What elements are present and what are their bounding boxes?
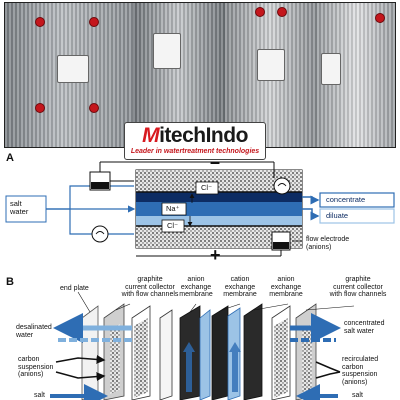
concentrate-box (319, 192, 395, 208)
chloride-bottom-box (161, 219, 185, 233)
pump-right (273, 177, 291, 195)
sodium-label: Na⁺ (166, 204, 180, 213)
salt-left-label: salt (34, 392, 45, 399)
flow-electrode-top (136, 170, 302, 192)
red-bolt (35, 17, 45, 27)
minus-sign: – (210, 152, 221, 172)
diluate-box (319, 208, 395, 224)
red-bolt (375, 13, 385, 23)
red-bolt (89, 17, 99, 27)
control-box (153, 33, 181, 69)
panel-a-label: A (6, 152, 14, 164)
salt-right-label: salt (352, 392, 363, 399)
concentrate-label: concentrate (326, 195, 366, 204)
control-box (321, 53, 341, 85)
salt-water-box (5, 195, 47, 223)
cation-membrane (211, 305, 229, 400)
panel-b-label: B (6, 276, 14, 288)
control-box (257, 49, 285, 81)
end-plate-label: end plate (60, 285, 89, 292)
mitechindo-logo: MitechIndo Leader in watertreatment tech… (124, 122, 266, 160)
flow-electrode-label: flow electrode(anions) (306, 236, 350, 251)
red-bolt (255, 7, 265, 17)
panel-b (50, 291, 355, 400)
product-photo-strip (4, 2, 396, 148)
sodium-box (161, 202, 187, 216)
end-plate (81, 305, 99, 400)
stack-photo-4 (317, 3, 395, 147)
diluate-channel (136, 202, 302, 216)
diluate-label: diluate (326, 211, 349, 220)
plus-sign: + (210, 245, 221, 265)
membrane-layer (136, 216, 302, 226)
logo-tagline: Leader in watertreatment technologies (130, 148, 260, 155)
panel-a (5, 161, 395, 257)
anion-membrane-2 (243, 303, 263, 400)
chloride-bottom-label: Cl⁻ (167, 221, 179, 230)
chloride-top-box (195, 181, 219, 195)
chloride-top-label: Cl⁻ (201, 183, 213, 192)
red-bolt (35, 103, 45, 113)
stack-photo-1 (5, 3, 133, 147)
anion-membrane-1 (159, 309, 173, 400)
red-bolt (277, 7, 287, 17)
control-box (57, 55, 89, 83)
pump-left (91, 225, 109, 243)
red-bolt (89, 103, 99, 113)
concentrate-channel (136, 192, 302, 202)
